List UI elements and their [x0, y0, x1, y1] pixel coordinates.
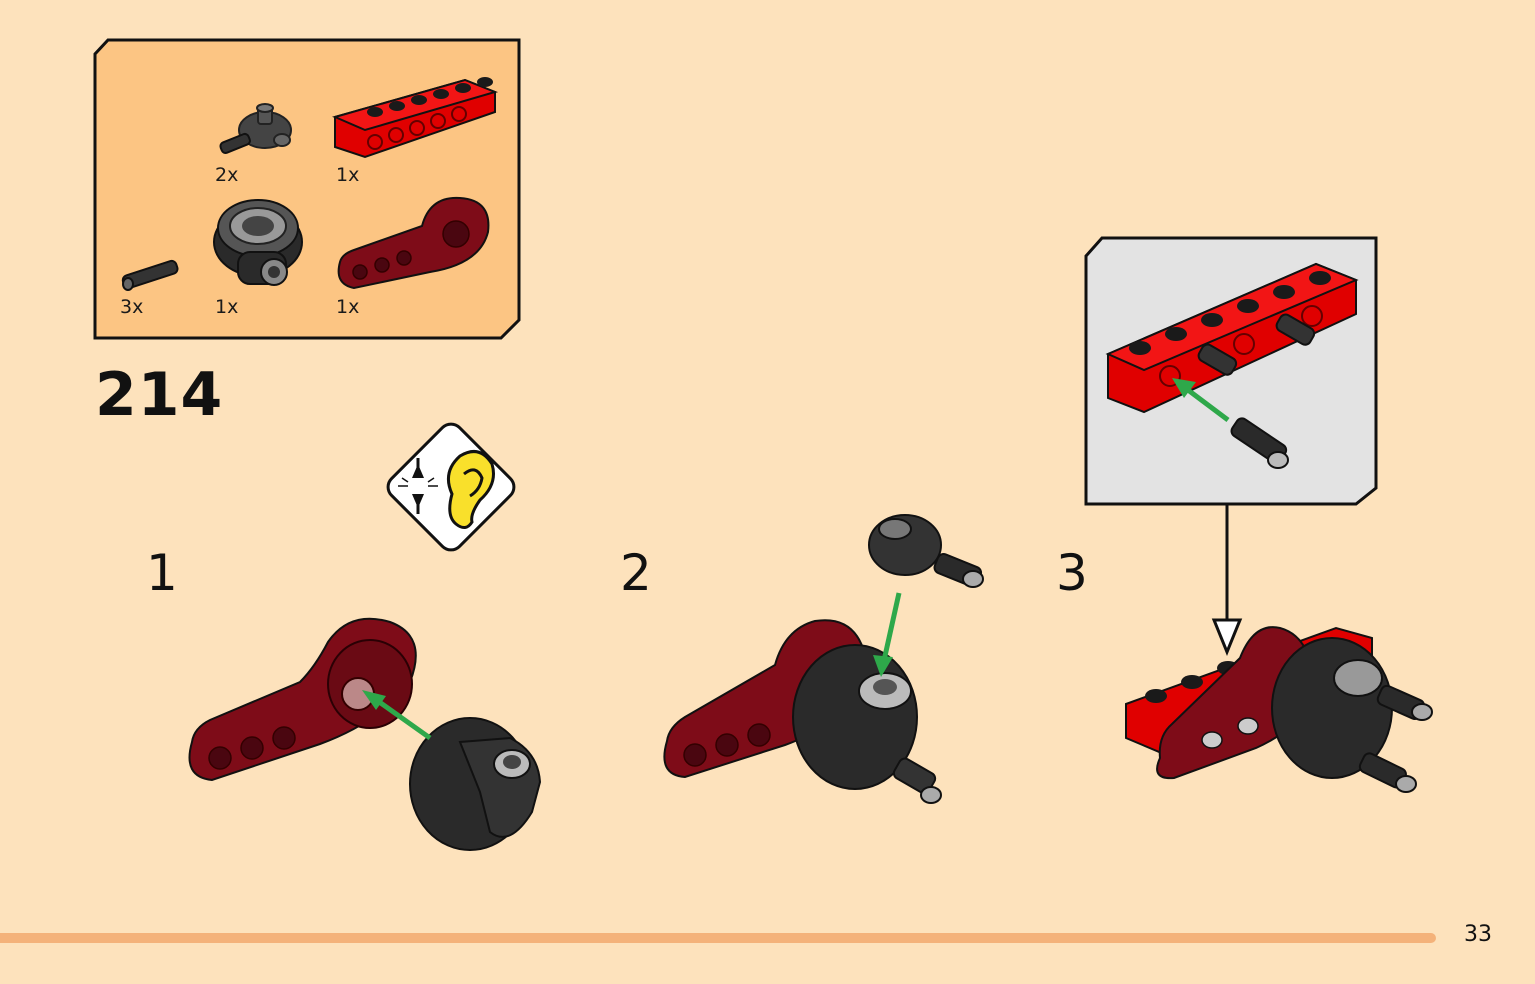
- down-arrow: [1211, 504, 1243, 656]
- part-qty: 3x: [120, 296, 144, 318]
- part-qty: 1x: [336, 296, 360, 318]
- friction-pin-part: [121, 259, 179, 291]
- click-sound-ear-icon: [386, 422, 516, 552]
- axle-connector-part: [219, 103, 292, 154]
- step-number: 214: [95, 360, 224, 430]
- substep-3-illustration: [1125, 626, 1433, 793]
- page-number: 33: [1464, 922, 1492, 947]
- part-qty: 1x: [215, 296, 239, 318]
- substep-1-number: 1: [146, 544, 178, 602]
- part-qty: 1x: [336, 164, 360, 186]
- dark-red-beam-arm: [337, 196, 490, 290]
- substep-3-callout-panel: [1084, 236, 1378, 506]
- red-technic-brick-1x6: [332, 77, 499, 159]
- turntable-part: [213, 199, 303, 286]
- part-qty: 2x: [215, 164, 239, 186]
- substep-2-illustration: [663, 514, 984, 804]
- substep-2-number: 2: [620, 544, 652, 602]
- substep-1-illustration: [188, 617, 542, 851]
- substep-3-number: 3: [1056, 544, 1088, 602]
- footer-rule: [0, 933, 1436, 943]
